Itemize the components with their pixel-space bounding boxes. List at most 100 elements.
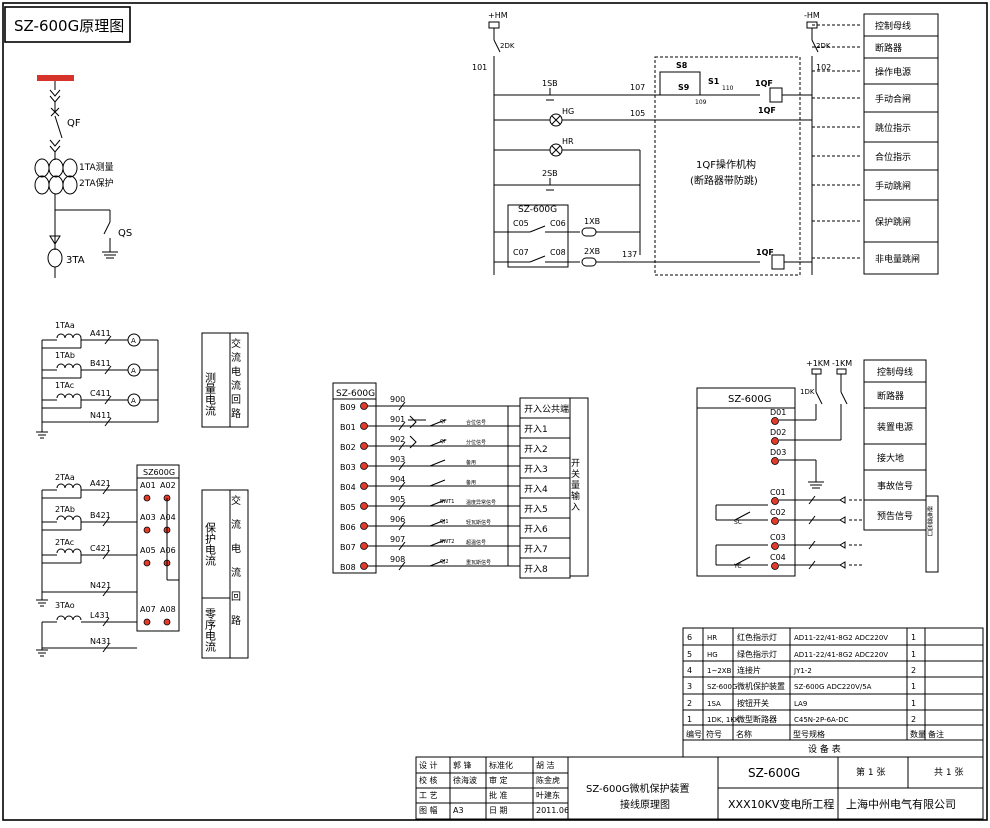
- bom-caption: 设 备 表: [808, 743, 841, 755]
- c05-label: C05: [513, 219, 529, 228]
- arrow-icon: [839, 516, 846, 524]
- terminal-icon: [488, 21, 500, 29]
- legend-text: 合位指示: [875, 151, 911, 163]
- signal-label: 备用: [466, 459, 476, 466]
- terminal-label: D01: [770, 408, 786, 417]
- input-label: 开入4: [524, 484, 548, 495]
- hg-label: HG: [562, 107, 574, 116]
- tb-sheet: 第 1 张: [856, 766, 885, 778]
- title-box: [4, 6, 131, 43]
- terminal-tick-icon: [104, 395, 112, 405]
- terminal-tick-icon: [104, 335, 112, 345]
- wire-label: A421: [90, 479, 111, 488]
- terminal-dot-icon: [360, 522, 368, 530]
- prot-device-label: SZ600G: [143, 468, 175, 477]
- wire-label: 902: [390, 435, 405, 444]
- terminal-tick-icon: [104, 365, 112, 375]
- 2xb-label: 2XB: [584, 247, 600, 256]
- terminal-label: C04: [770, 553, 786, 562]
- bom-cell: LA9: [794, 700, 807, 708]
- terminal-label: B08: [340, 563, 356, 572]
- bom-header: 编号: [686, 729, 702, 739]
- ct-coil-icon: [56, 393, 82, 399]
- contact-icon: [429, 559, 446, 567]
- wire-label: 900: [390, 395, 405, 404]
- 2dk-left-label: 2DK: [500, 42, 515, 50]
- tb-cell: 胡 洁: [536, 760, 555, 770]
- terminal-label: A02: [160, 481, 176, 490]
- s8-path: [659, 71, 701, 95]
- tb-company: 上海中州电气有限公司: [846, 797, 956, 811]
- ct-coil-icon: [56, 548, 82, 554]
- ct-coil-icon: [56, 333, 82, 339]
- terminal-tick-icon: [102, 617, 110, 627]
- tb-total: 共 1 张: [934, 767, 963, 778]
- tb-cell: 设 计: [419, 760, 438, 770]
- s8-label: S8: [676, 61, 688, 70]
- input-label: 开入8: [524, 564, 548, 575]
- terminal-tick-icon: [102, 550, 110, 560]
- terminal-tick-icon: [398, 481, 406, 491]
- terminal-dot-icon: [163, 618, 171, 626]
- terminal-dot-icon: [771, 497, 779, 505]
- terminal-label: C02: [770, 508, 786, 517]
- zero-seq-label: 零序电流: [204, 608, 217, 652]
- tb-cell: 2011.06: [536, 806, 569, 815]
- disconnect-upper-icon: [49, 89, 61, 103]
- breaker-blade-icon: [54, 115, 63, 139]
- 2sb-label: 2SB: [542, 169, 558, 178]
- terminal-dot-icon: [143, 618, 151, 626]
- wire-label: 908: [390, 555, 405, 564]
- bom-cell: SZ-600G ADC220V/5A: [794, 683, 872, 691]
- sc-label: SC: [734, 519, 742, 526]
- ct-label: 1TAc: [55, 381, 74, 390]
- link-2xb-icon: [581, 257, 597, 267]
- terminal-tick-icon: [102, 517, 110, 527]
- s9-label: S9: [678, 83, 690, 92]
- legend-text: 预告信号: [877, 510, 913, 522]
- power-device-box: [696, 387, 796, 577]
- tb-cell: 叶建东: [536, 790, 560, 800]
- terminal-label: B09: [340, 403, 356, 412]
- tb-model: SZ-600G: [748, 766, 800, 780]
- busbar-icon: [37, 75, 74, 81]
- 1xb-label: 1XB: [584, 217, 600, 226]
- bom-cell: C45N-2P-6A-DC: [794, 716, 849, 724]
- terminal-label: B05: [340, 503, 356, 512]
- wire-101: 101: [472, 63, 487, 72]
- terminal-tick-icon: [398, 441, 406, 451]
- legend-side-text: 继电器出口: [926, 505, 933, 537]
- ta1-label: 1TA测量: [79, 162, 114, 173]
- tb-title-line2: 接线原理图: [620, 798, 670, 811]
- drawing-title: SZ-600G原理图: [14, 17, 124, 35]
- input-label: 开入公共端: [524, 403, 569, 415]
- bom-cell: 红色指示灯: [737, 632, 777, 642]
- input-label: 开入1: [524, 424, 548, 435]
- tb-cell: 批 准: [489, 790, 508, 800]
- power-device-label: SZ-600G: [728, 394, 771, 405]
- contact-label: BWT1: [440, 499, 454, 505]
- terminal-tick-icon: [398, 461, 406, 471]
- wire-107: 107: [630, 83, 645, 92]
- mechanism-label: 1QF操作机构: [696, 158, 756, 171]
- close-coil-icon: [769, 87, 783, 103]
- contact-label: QF: [440, 439, 447, 445]
- input-label: 开入2: [524, 444, 548, 455]
- bom-cell: 连接片: [737, 665, 761, 675]
- wire-label: 904: [390, 475, 405, 484]
- terminal-tick-icon: [398, 501, 406, 511]
- earth-icon: [808, 481, 824, 489]
- signal-label: 温度异常信号: [466, 499, 496, 506]
- terminal-tick-icon: [398, 421, 406, 431]
- bom-cell: 2: [687, 699, 692, 708]
- primary-circuit: QF 1TA测量 2TA保护 QS 3TA: [34, 75, 132, 278]
- tb-project: XXX10KV变电所工程: [728, 797, 834, 811]
- cable-head-icon: [49, 235, 61, 245]
- bom-header: 型号规格: [793, 729, 825, 739]
- bom-cell: 绿色指示灯: [737, 649, 777, 659]
- terminal-tick-icon: [398, 541, 406, 551]
